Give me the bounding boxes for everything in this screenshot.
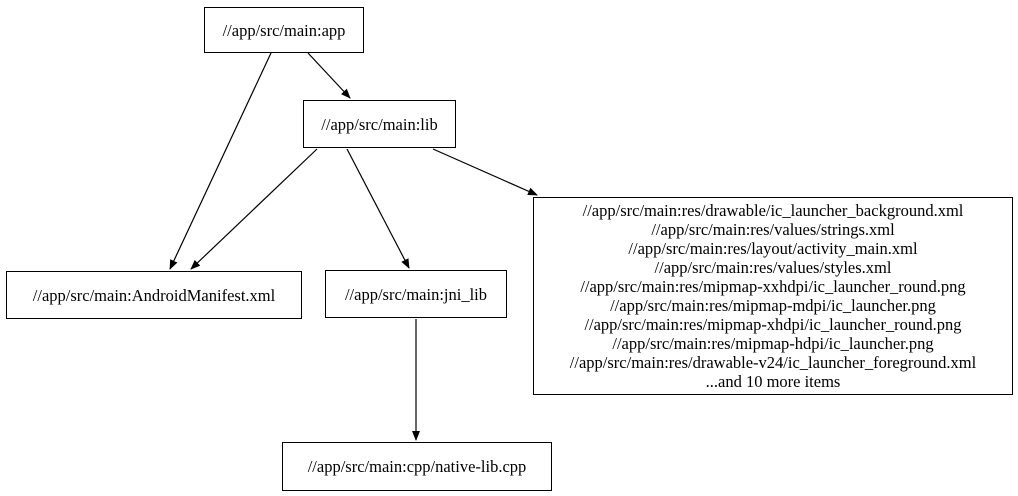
node-android-manifest-label: //app/src/main:AndroidManifest.xml: [32, 285, 276, 305]
node-android-manifest: //app/src/main:AndroidManifest.xml: [6, 271, 302, 319]
node-app-label: //app/src/main:app: [222, 20, 346, 40]
resource-line-more: ...and 10 more items: [705, 372, 841, 391]
resource-line: //app/src/main:res/mipmap-xxhdpi/ic_laun…: [580, 277, 966, 296]
resource-line: //app/src/main:res/values/strings.xml: [651, 220, 895, 239]
resource-line: //app/src/main:res/mipmap-xhdpi/ic_launc…: [584, 315, 962, 334]
resource-line: //app/src/main:res/drawable-v24/ic_launc…: [569, 353, 977, 372]
node-lib-label: //app/src/main:lib: [321, 114, 438, 134]
node-lib: //app/src/main:lib: [303, 100, 456, 148]
node-jni-lib-label: //app/src/main:jni_lib: [344, 284, 488, 304]
node-jni-lib: //app/src/main:jni_lib: [325, 270, 507, 318]
node-app: //app/src/main:app: [204, 7, 364, 53]
node-native-cpp-label: //app/src/main:cpp/native-lib.cpp: [307, 457, 527, 476]
node-native-cpp: //app/src/main:cpp/native-lib.cpp: [282, 442, 552, 491]
edge-lib-to-manifest: [190, 148, 318, 270]
resource-line: //app/src/main:res/values/styles.xml: [654, 258, 892, 277]
edge-app-to-lib: [307, 52, 351, 99]
edge-lib-to-jni-lib: [346, 148, 410, 269]
resource-line: //app/src/main:res/layout/activity_main.…: [628, 239, 918, 258]
edge-app-to-manifest: [169, 52, 272, 270]
resource-line: //app/src/main:res/mipmap-mdpi/ic_launch…: [610, 296, 936, 315]
edge-lib-to-res-group: [432, 148, 538, 196]
resource-line: //app/src/main:res/drawable/ic_launcher_…: [582, 201, 964, 220]
node-res-group: //app/src/main:res/drawable/ic_launcher_…: [533, 197, 1013, 395]
resource-line: //app/src/main:res/mipmap-hdpi/ic_launch…: [612, 334, 934, 353]
